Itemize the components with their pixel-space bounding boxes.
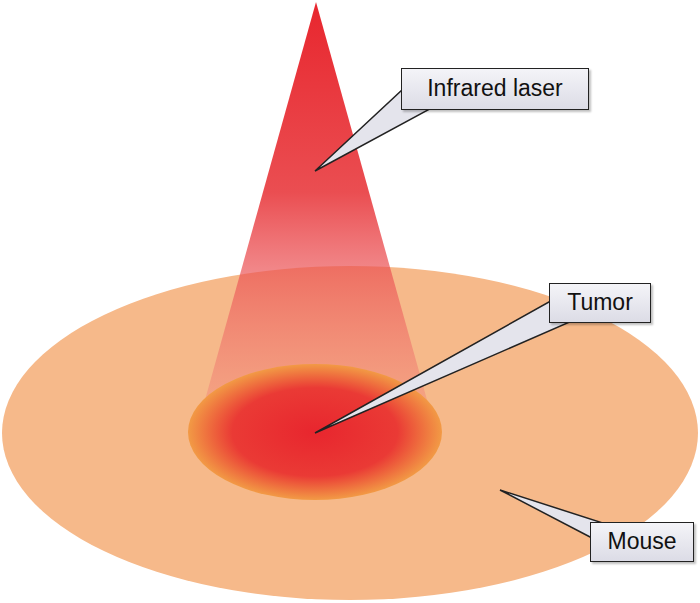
callout-box: Infrared laser [401, 68, 589, 110]
callout-pointer [315, 298, 572, 433]
callout-label: Tumor [567, 290, 633, 315]
callout-box: Mouse [590, 522, 694, 562]
callout-label: Infrared laser [427, 76, 563, 101]
callout-box: Tumor [549, 283, 651, 323]
laser-beam [198, 2, 434, 425]
callout-label: Mouse [607, 529, 676, 554]
